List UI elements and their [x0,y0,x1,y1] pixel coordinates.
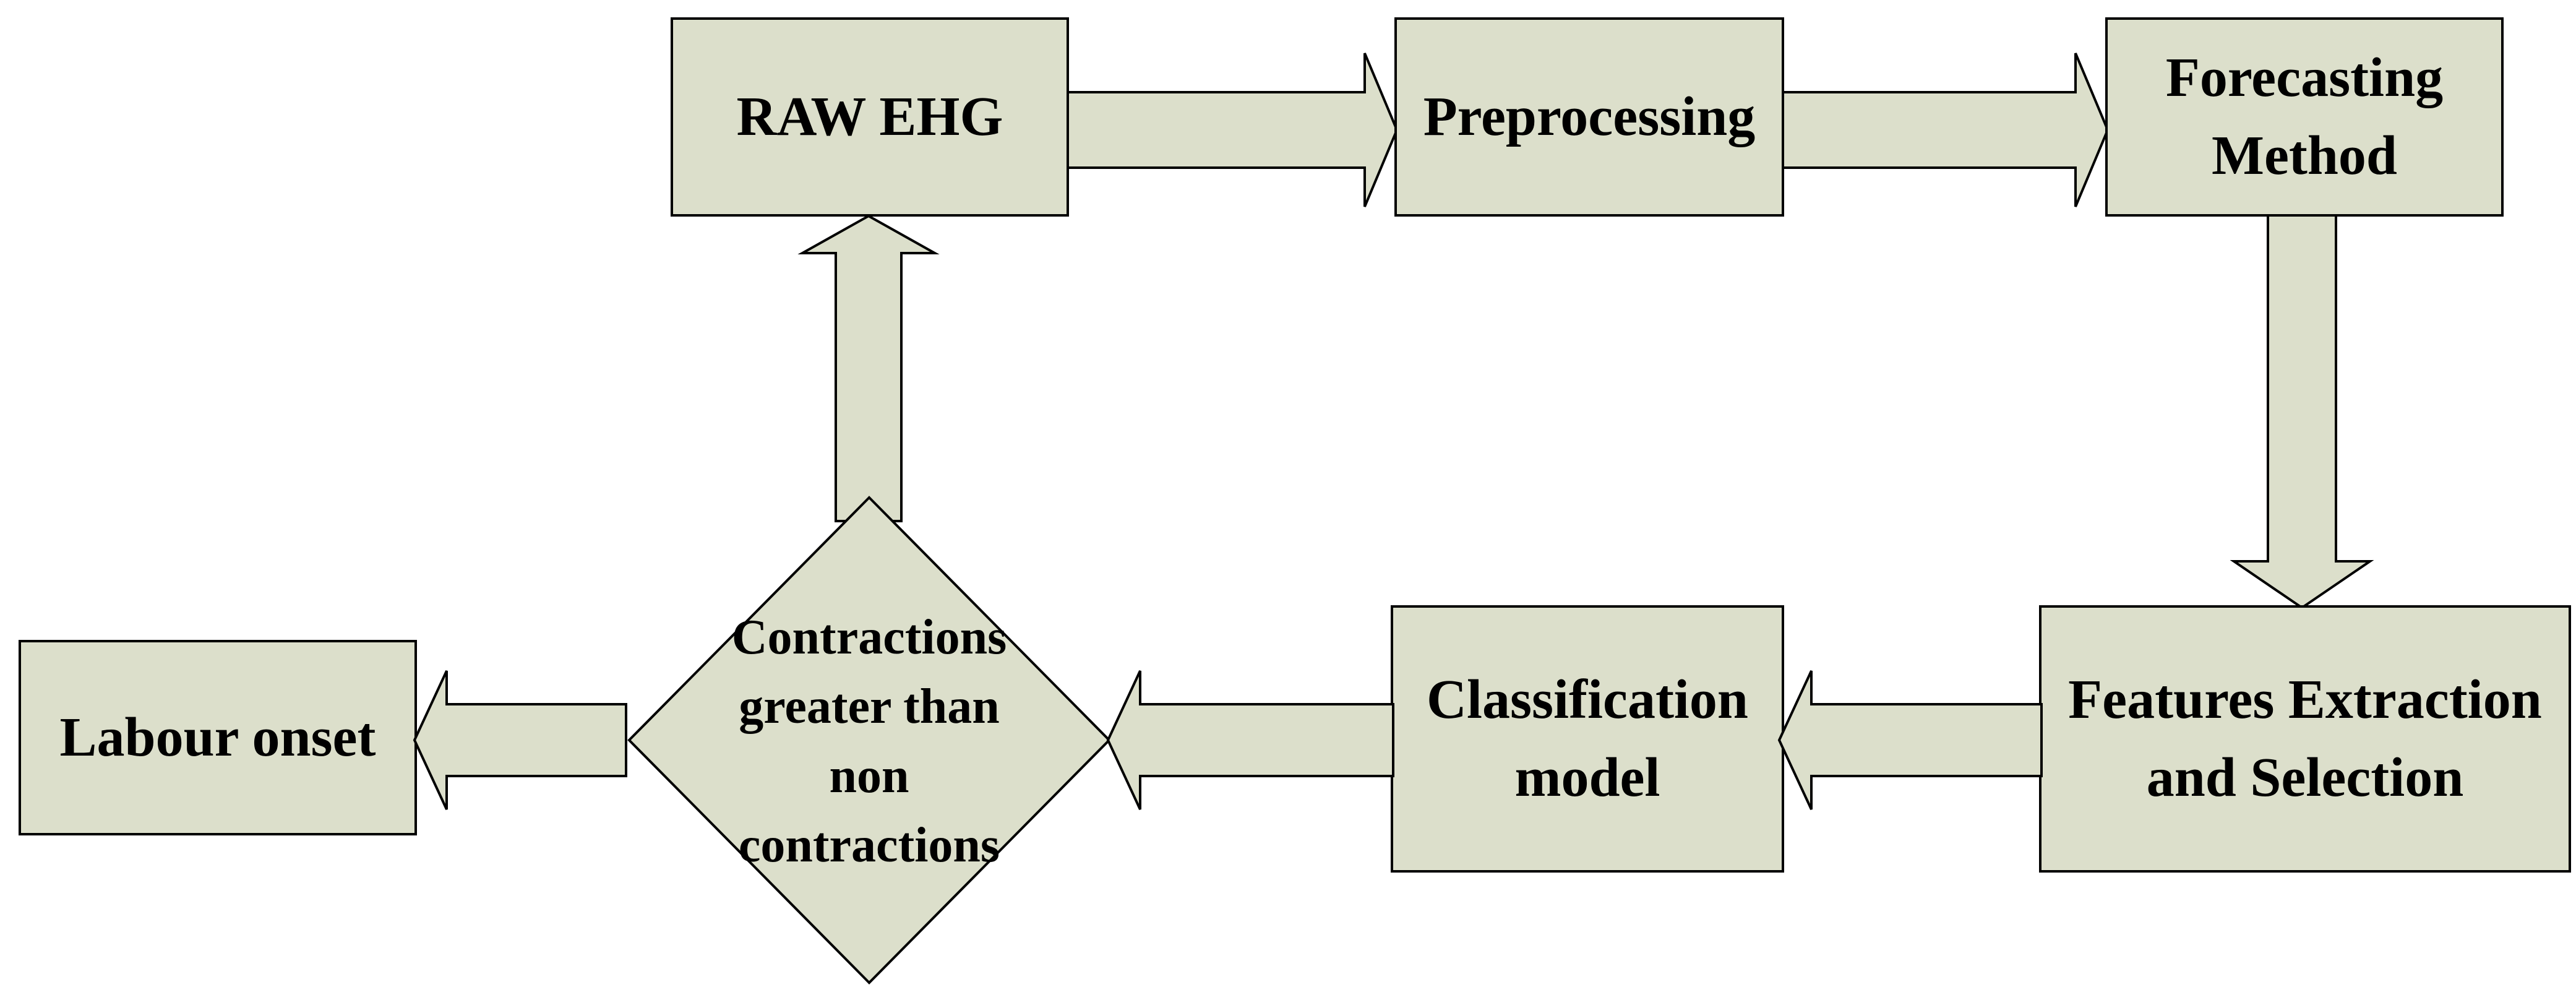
arrow-layer-under [797,53,2374,610]
node-decision-diamond [627,496,1111,985]
arrow-raw-to-preprocessing [1065,53,1399,207]
arrow-layer-over [413,670,2043,810]
arrow-classification-to-decision [1106,670,1394,810]
arrow-preprocessing-to-forecasting [1780,53,2110,207]
node-raw-ehg-box [671,17,1069,217]
node-preprocessing-box [1394,17,1784,217]
arrow-decision-to-raw [797,214,940,522]
node-labour-onset-box [19,640,417,835]
arrow-decision-to-labour [413,670,627,810]
node-forecasting-method-box [2105,17,2504,217]
arrow-features-to-classification [1777,670,2043,810]
arrow-forecasting-to-features [2230,213,2374,610]
node-features-extraction-box [2039,605,2571,873]
node-classification-model-box [1391,605,1784,873]
